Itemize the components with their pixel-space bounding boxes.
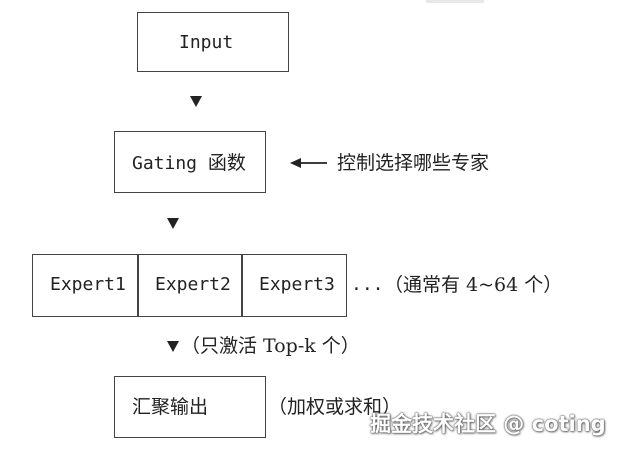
gating-node-label: Gating [132, 153, 198, 174]
expert-1-label: Expert1 [50, 274, 126, 295]
gating-node-box [114, 131, 266, 193]
input-node-label: Input [179, 32, 234, 53]
top-artifact-bar [426, 0, 484, 3]
experts-ellipsis: ... [351, 274, 384, 295]
expert-2-label: Expert2 [155, 274, 231, 295]
aggregate-node-label: 汇聚输出 [132, 396, 209, 418]
arrow-down-icon [167, 341, 179, 352]
gating-annotation: 控制选择哪些专家 [337, 152, 490, 174]
arrow-down-icon [190, 96, 202, 107]
topk-annotation: （只激活 Top-k 个） [181, 335, 360, 357]
arrow-down-icon [167, 218, 179, 229]
expert-3-label: Expert3 [259, 274, 335, 295]
left-arrow-icon [289, 154, 329, 176]
left-arrow-svg [290, 158, 327, 168]
aggregate-node-box [114, 376, 266, 438]
expert-divider [137, 254, 139, 317]
input-node-box [137, 12, 289, 72]
expert-divider [241, 254, 243, 317]
gating-node-suffix: 函数 [207, 152, 246, 174]
aggregate-annotation: （加权或求和） [268, 396, 402, 418]
experts-note: （通常有 4~64 个） [384, 274, 563, 296]
gating-node-label-group: Gating 函数 [132, 152, 246, 175]
watermark: 掘金技术社区 @ coting [370, 412, 606, 436]
experts-row-box [32, 254, 347, 317]
